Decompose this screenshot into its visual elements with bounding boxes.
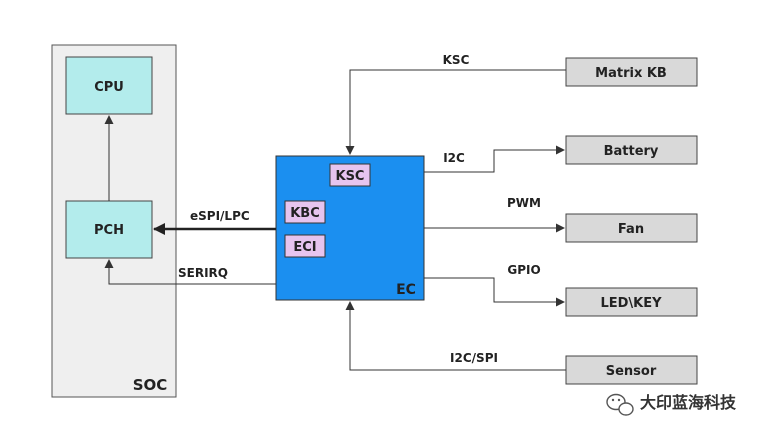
pwm-label: PWM: [507, 196, 541, 210]
serirq-label: SERIRQ: [178, 266, 228, 280]
ec-block: EC KSC KBC ECI: [275, 155, 425, 301]
espi-lpc-label: eSPI/LPC: [190, 209, 250, 223]
ec-label: EC: [396, 282, 416, 298]
sensor-label: Sensor: [606, 364, 657, 379]
kbc-sub-label: KBC: [290, 206, 320, 221]
soc-label: SOC: [133, 376, 168, 394]
cpu-block: CPU: [65, 56, 153, 115]
led-key-block: LED\KEY: [565, 287, 698, 317]
battery-label: Battery: [604, 144, 659, 159]
led-key-label: LED\KEY: [600, 296, 662, 311]
ksc-arrow: [345, 69, 566, 155]
i2c-spi-arrow: [345, 301, 566, 371]
watermark-text: 大印蓝海科技: [640, 393, 737, 412]
i2c-spi-label: I2C/SPI: [450, 351, 498, 365]
gpio-arrow: [424, 277, 565, 307]
sensor-block: Sensor: [565, 355, 698, 385]
fan-label: Fan: [618, 222, 644, 237]
matrix-kb-label: Matrix KB: [595, 66, 667, 81]
wechat-icon: [606, 393, 634, 416]
kbc-sub-block: [284, 200, 326, 224]
battery-block: Battery: [565, 135, 698, 165]
i2c-label: I2C: [443, 151, 465, 165]
ksc-link-label: KSC: [443, 53, 470, 67]
ksc-sub-block: [329, 163, 371, 187]
cpu-label: CPU: [94, 80, 124, 95]
gpio-label: GPIO: [507, 263, 540, 277]
i2c-arrow: [424, 145, 565, 173]
fan-block: Fan: [565, 213, 698, 243]
eci-sub-label: ECI: [293, 240, 316, 255]
serirq-arrow: [104, 259, 276, 285]
pch-label: PCH: [94, 223, 124, 238]
ksc-sub-label: KSC: [336, 169, 365, 184]
matrix-kb-block: Matrix KB: [565, 57, 698, 87]
watermark: 大印蓝海科技: [606, 393, 737, 416]
eci-sub-block: [284, 234, 326, 258]
pch-block: PCH: [65, 200, 153, 259]
